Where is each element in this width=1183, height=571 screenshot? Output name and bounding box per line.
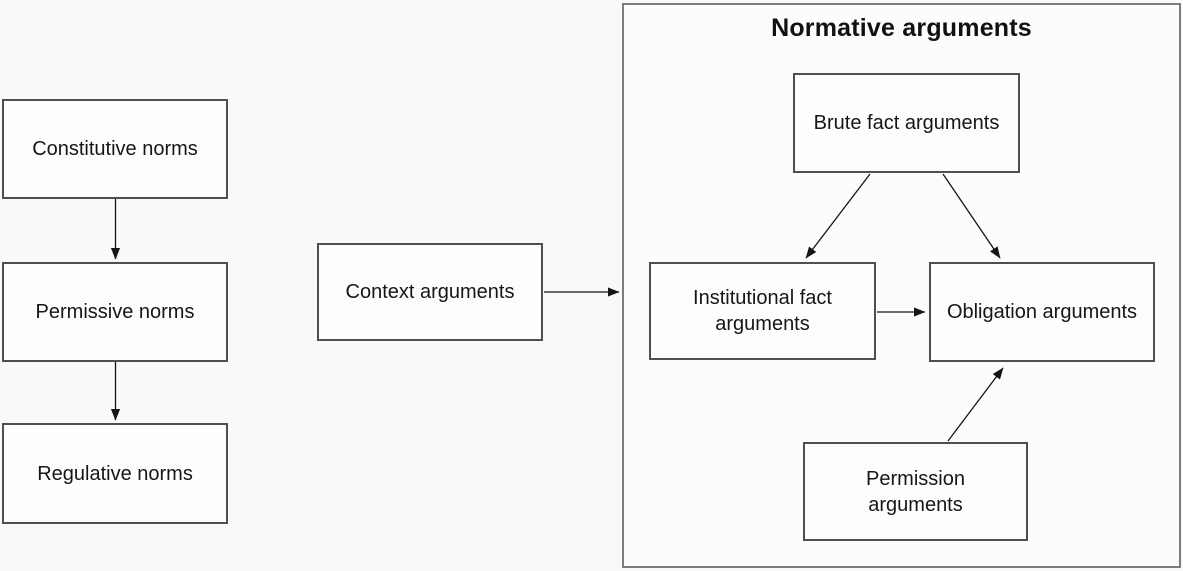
node-constitutive-norms: Constitutive norms: [2, 99, 228, 199]
node-permissive-norms: Permissive norms: [2, 262, 228, 362]
node-label: Brute fact arguments: [813, 112, 1000, 134]
node-label: Permission arguments: [866, 467, 965, 516]
node-context-arguments: Context arguments: [317, 243, 543, 341]
node-obligation-arguments: Obligation arguments: [929, 262, 1155, 362]
node-label: Permissive norms: [35, 301, 195, 323]
node-institutional-fact-arguments: Institutional fact arguments: [649, 262, 876, 360]
group-title: Normative arguments: [771, 14, 1032, 42]
node-label: Regulative norms: [37, 462, 193, 485]
node-label: Constitutive norms: [32, 138, 198, 160]
node-permission-arguments: Permission arguments: [803, 442, 1028, 541]
node-regulative-norms: Regulative norms: [2, 423, 228, 524]
node-label: Obligation arguments: [946, 301, 1138, 323]
node-brute-fact-arguments: Brute fact arguments: [793, 73, 1020, 173]
node-label: Institutional fact arguments: [693, 287, 832, 335]
node-label: Context arguments: [345, 281, 515, 303]
